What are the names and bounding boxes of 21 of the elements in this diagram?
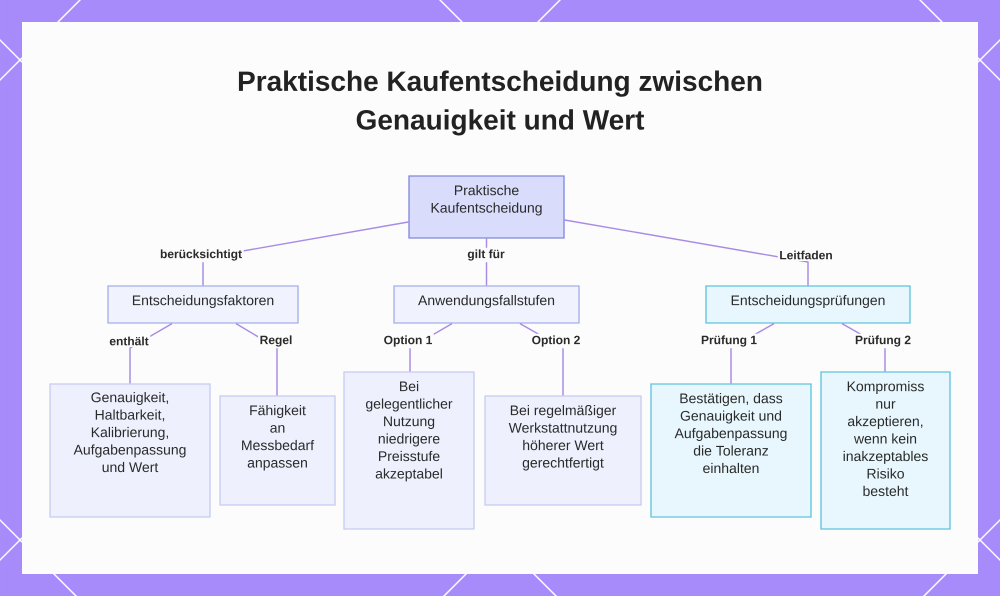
detail-box: Fähigkeit an Messbedarf anpassen: [219, 395, 336, 506]
edge-label: enthält: [108, 335, 150, 347]
edge-label: Regel: [258, 334, 294, 348]
category-box: Entscheidungsfaktoren: [107, 285, 299, 324]
edge-label: berücksichtigt: [158, 248, 244, 262]
edge-label: Leitfaden: [778, 249, 834, 261]
edge-label: Prüfung 2: [853, 334, 913, 348]
title: Praktische Kaufentscheidung zwischen Genauigkeit und Wert: [238, 70, 762, 136]
detail-box: Kompromiss nur akzeptieren, wenn kein inakzeptables Risiko besteht: [820, 371, 951, 530]
connector-line: [564, 219, 809, 286]
edge-label: Option 2: [530, 334, 582, 348]
detail-box: Bei regelmäßiger Werkstattnutzung höherer Wert gerechtfertigt: [484, 395, 642, 506]
detail-box: Bestätigen, dass Genauigkeit und Aufgabenpassung die Toleranz einhalten: [650, 383, 812, 518]
category-box: Anwendungsfallstufen: [393, 285, 580, 324]
category-box: Entscheidungsprüfungen: [705, 285, 911, 324]
detail-box: Bei gelegentlicher Nutzung niedrigere Preisstufe akzeptabel: [343, 371, 475, 530]
edge-label: Prüfung 1: [699, 334, 759, 348]
edge-label: gilt für: [466, 248, 506, 262]
detail-box: Genauigkeit, Haltbarkeit, Kalibrierung, Aufgabenpassung und Wert: [49, 383, 211, 518]
root-box: Praktische Kaufentscheidung: [408, 175, 565, 239]
edge-label: Option 1: [382, 334, 434, 348]
